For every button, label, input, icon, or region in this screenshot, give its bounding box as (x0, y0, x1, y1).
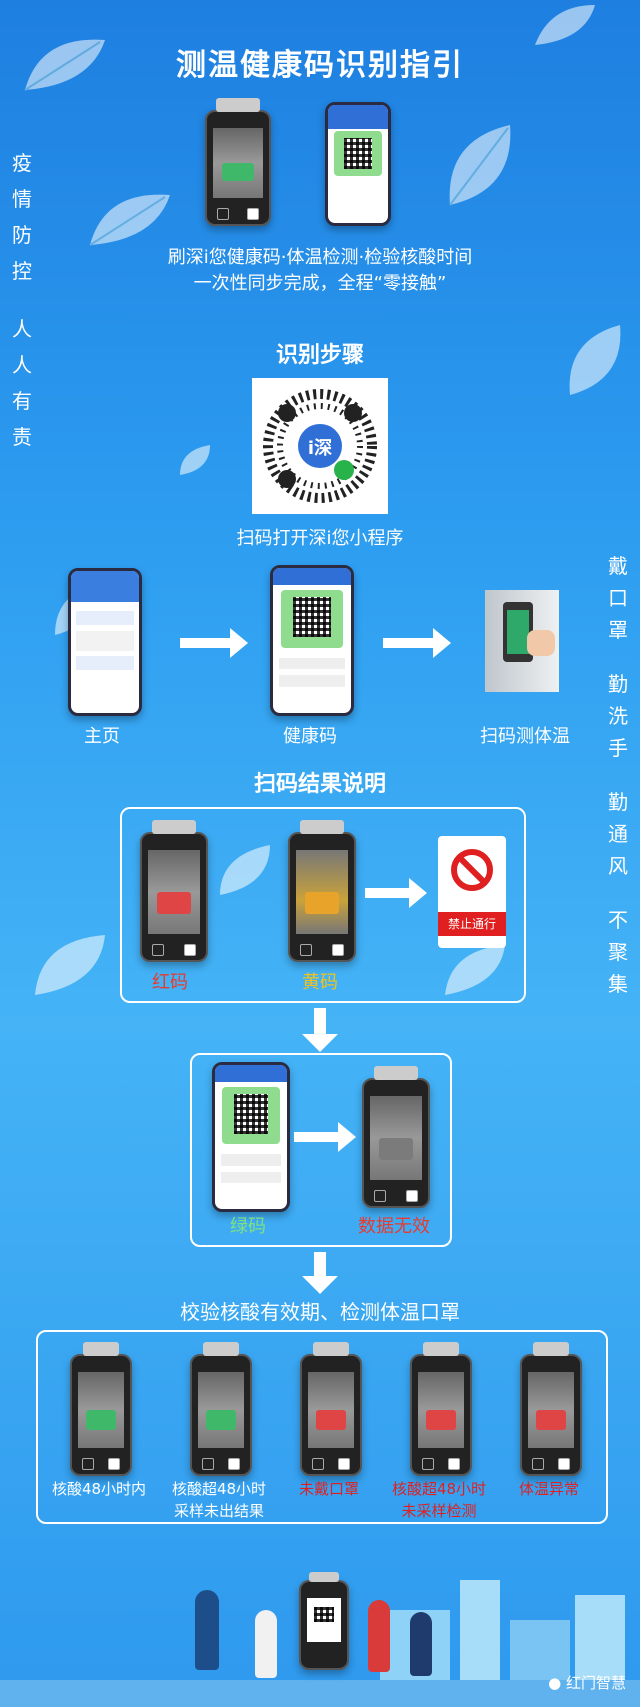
qr-code-icon (263, 389, 377, 503)
green-code-label: 绿码 (230, 1216, 266, 1237)
arrow-right-icon (365, 878, 427, 908)
results-title: 扫码结果说明 (253, 772, 386, 797)
terminal-red-code (140, 820, 208, 962)
slogan-char: 责 (12, 425, 32, 449)
arrow-right-icon (180, 628, 248, 658)
right-slogan: 戴 口 罩 勤 洗 手 勤 通 风 不 聚 集 (603, 550, 633, 1000)
arrow-right-icon (383, 628, 451, 658)
leaf-icon (24, 39, 105, 91)
check-label-3: 未戴口罩 (269, 1478, 389, 1500)
red-yellow-frame (120, 807, 526, 1003)
slogan-char: 有 (12, 389, 32, 413)
slogan-char: 口 (608, 586, 628, 610)
arrow-down-icon (302, 1252, 338, 1294)
check-label-line: 核酸超48小时 (391, 1480, 487, 1498)
mini-program-qr[interactable]: i深 (252, 378, 388, 514)
check-label-5: 体温异常 (489, 1478, 609, 1500)
qr-logo-text: i深 (307, 438, 333, 459)
terminal-check-3 (300, 1342, 362, 1476)
slogan-char: 防 (12, 223, 32, 247)
leaf-icon (535, 5, 595, 45)
slogan-char: 情 (12, 187, 32, 211)
terminal-check-4 (410, 1342, 472, 1476)
phone-health-code (270, 565, 354, 716)
check-label-line: 未戴口罩 (298, 1480, 359, 1498)
arrow-down-icon (302, 1008, 338, 1052)
forbid-label: 禁止通行 (438, 912, 506, 936)
steps-title: 识别步骤 (275, 343, 364, 368)
wechat-icon: ● (548, 1674, 562, 1692)
check-label-4: 核酸超48小时未采样检测 (379, 1478, 499, 1522)
slogan-char: 手 (608, 736, 628, 760)
slogan-char: 勤 (608, 790, 628, 814)
slogan-char: 人 (12, 353, 32, 377)
phone-health-code (325, 102, 391, 226)
check-label-1: 核酸48小时内 (39, 1478, 159, 1500)
scan-device-photo (485, 590, 559, 692)
check-frame (36, 1330, 608, 1524)
leaf-icon (89, 194, 170, 246)
slogan-char: 不 (608, 908, 628, 932)
check-label-line: 核酸48小时内 (51, 1480, 147, 1498)
terminal-yellow-code (288, 820, 356, 962)
red-code-label: 红码 (152, 972, 188, 993)
terminal-check-5 (520, 1342, 582, 1476)
slogan-char: 通 (608, 822, 628, 846)
watermark-text: 红门智慧 (565, 1674, 626, 1692)
leaf-icon (449, 125, 511, 206)
invalid-data-label: 数据无效 (358, 1216, 430, 1237)
watermark: ● 红门智慧 (548, 1672, 626, 1693)
arrow-right-icon (294, 1122, 356, 1152)
temperature-terminal (205, 98, 271, 226)
check-title: 校验核酸有效期、检测体温口罩 (180, 1300, 460, 1324)
terminal-stand (299, 1572, 349, 1670)
slogan-char: 戴 (608, 554, 628, 578)
slogan-char: 罩 (608, 618, 628, 642)
slogan-char: 洗 (608, 704, 628, 728)
pedestrian (410, 1612, 432, 1676)
qr-caption: 扫码打开深i您小程序 (236, 528, 404, 549)
check-label-line: 体温异常 (518, 1480, 579, 1498)
leaf-icon (445, 945, 505, 995)
city-skyline (0, 1570, 640, 1707)
step-label-scan-temp: 扫码测体温 (480, 726, 570, 747)
leaf-icon (35, 935, 105, 995)
intro-line-2: 一次性同步完成，全程“零接触” (193, 273, 447, 294)
slogan-char: 疫 (12, 151, 32, 175)
terminal-check-1 (70, 1342, 132, 1476)
leaf-icon (220, 845, 270, 895)
step-label-home: 主页 (84, 726, 120, 747)
pedestrian (368, 1600, 390, 1672)
slogan-char: 集 (608, 972, 628, 996)
leaf-icon (569, 325, 621, 395)
check-label-line: 采样未出结果 (173, 1502, 264, 1520)
check-label-line: 未采样检测 (401, 1502, 477, 1520)
pedestrian (195, 1590, 219, 1670)
check-label-line: 核酸超48小时 (171, 1480, 267, 1498)
terminal-invalid (362, 1066, 430, 1208)
left-slogan: 疫 情 防 控 人 人 有 责 (7, 145, 37, 455)
intro-line-1: 刷深i您健康码·体温检测·检验核酸时间 (167, 247, 473, 268)
slogan-char: 控 (12, 259, 32, 283)
phone-home-screen (68, 568, 142, 716)
page-title: 测温健康码识别指引 (176, 48, 464, 83)
forbid-sign: 禁止通行 (438, 836, 506, 948)
step-label-health-code: 健康码 (283, 726, 337, 747)
slogan-char: 勤 (608, 672, 628, 696)
slogan-char: 风 (608, 854, 628, 878)
leaf-icon (180, 445, 210, 475)
terminal-check-2 (190, 1342, 252, 1476)
check-label-2: 核酸超48小时采样未出结果 (159, 1478, 279, 1522)
yellow-code-label: 黄码 (302, 972, 338, 993)
pedestrian (255, 1610, 277, 1678)
slogan-char: 人 (12, 317, 32, 341)
intro-text: 刷深i您健康码·体温检测·检验核酸时间 一次性同步完成，全程“零接触” (0, 245, 640, 297)
no-entry-icon (451, 849, 493, 891)
phone-green-code (212, 1062, 290, 1212)
slogan-char: 聚 (608, 940, 628, 964)
green-invalid-frame (190, 1053, 452, 1247)
